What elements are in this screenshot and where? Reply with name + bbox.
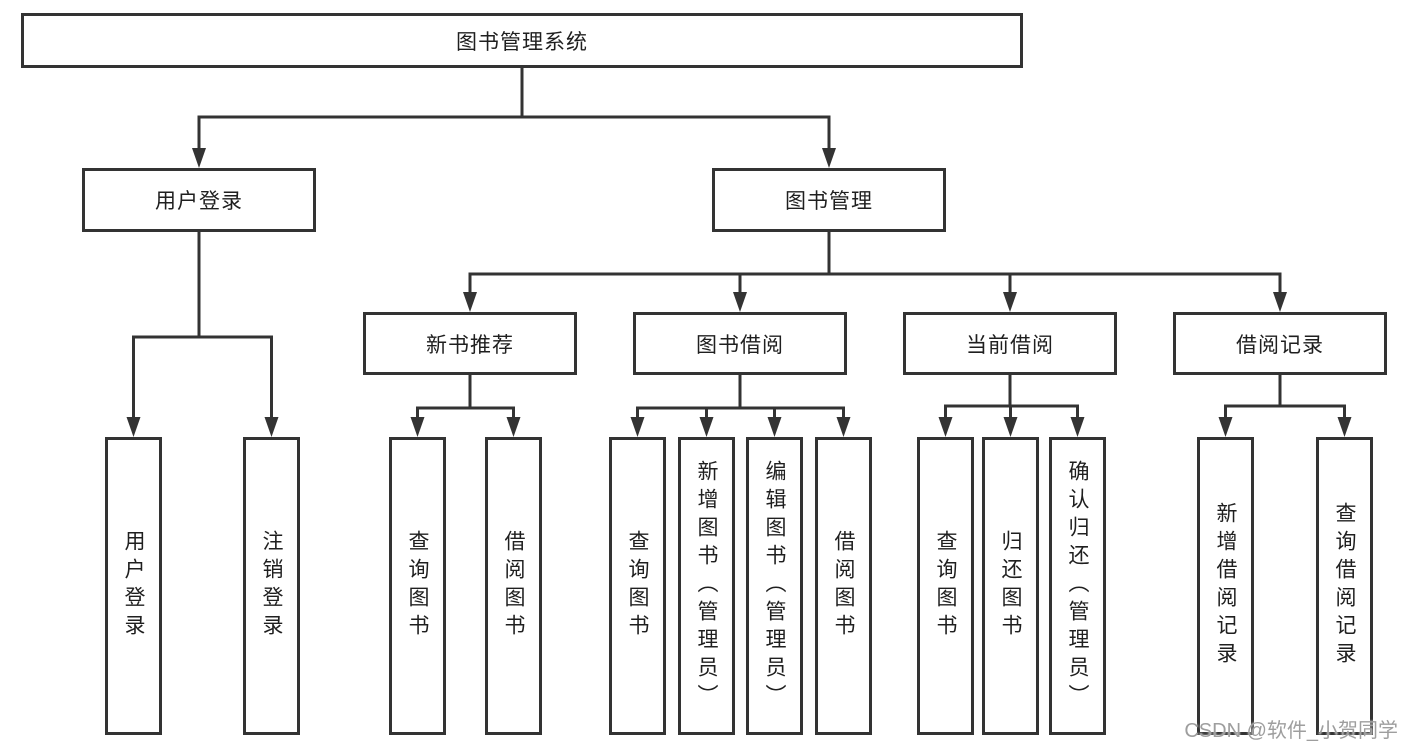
node-leaf-br-query-record: 查询借阅记录 — [1316, 437, 1373, 735]
node-new-book-rec-label: 新书推荐 — [426, 333, 514, 357]
node-leaf-bb-borrow-books-label: 借阅图书 — [832, 530, 855, 642]
node-leaf-bb-add-books-admin: 新增图书（管理员） — [678, 437, 735, 735]
connector-current-borrow-branch — [938, 375, 1085, 437]
node-leaf-cb-confirm-return-admin-label: 确认归还（管理员） — [1066, 460, 1089, 712]
node-book-mgmt: 图书管理 — [712, 168, 946, 232]
node-leaf-user-login-label: 用户登录 — [122, 530, 145, 642]
node-leaf-nbr-borrow-books-label: 借阅图书 — [502, 530, 525, 642]
node-leaf-br-add-record-label: 新增借阅记录 — [1214, 502, 1237, 670]
connector-user-login-branch — [126, 232, 279, 437]
node-leaf-bb-add-books-admin-label: 新增图书（管理员） — [695, 460, 718, 712]
connector-borrow-record-branch — [1218, 375, 1352, 437]
connector-new-book-rec-branch — [410, 375, 521, 437]
node-leaf-logout: 注销登录 — [243, 437, 300, 735]
node-leaf-bb-query-books: 查询图书 — [609, 437, 666, 735]
connector-root-to-level2 — [192, 68, 836, 168]
node-root-label: 图书管理系统 — [456, 30, 588, 54]
node-leaf-cb-return-books: 归还图书 — [982, 437, 1039, 735]
node-leaf-br-query-record-label: 查询借阅记录 — [1333, 502, 1356, 670]
node-leaf-nbr-borrow-books: 借阅图书 — [485, 437, 542, 735]
node-leaf-nbr-query-books-label: 查询图书 — [406, 530, 429, 642]
node-book-borrow: 图书借阅 — [633, 312, 847, 375]
node-user-login: 用户登录 — [82, 168, 316, 232]
node-root: 图书管理系统 — [21, 13, 1023, 68]
node-borrow-record-label: 借阅记录 — [1236, 333, 1324, 357]
node-leaf-cb-query-books-label: 查询图书 — [934, 530, 957, 642]
node-leaf-bb-borrow-books: 借阅图书 — [815, 437, 872, 735]
node-leaf-cb-query-books: 查询图书 — [917, 437, 974, 735]
node-borrow-record: 借阅记录 — [1173, 312, 1387, 375]
node-user-login-label: 用户登录 — [155, 190, 243, 213]
node-current-borrow: 当前借阅 — [903, 312, 1117, 375]
watermark-text: CSDN @软件_小贺同学 — [1184, 720, 1398, 742]
node-current-borrow-label: 当前借阅 — [966, 333, 1054, 357]
connector-book-borrow-branch — [630, 375, 851, 437]
node-book-mgmt-label: 图书管理 — [785, 190, 873, 213]
node-leaf-br-add-record: 新增借阅记录 — [1197, 437, 1254, 735]
node-leaf-logout-label: 注销登录 — [260, 530, 283, 642]
node-leaf-bb-query-books-label: 查询图书 — [626, 530, 649, 642]
node-new-book-rec: 新书推荐 — [363, 312, 577, 375]
node-leaf-nbr-query-books: 查询图书 — [389, 437, 446, 735]
node-leaf-cb-confirm-return-admin: 确认归还（管理员） — [1049, 437, 1106, 735]
node-leaf-user-login: 用户登录 — [105, 437, 162, 735]
node-leaf-bb-edit-books-admin: 编辑图书（管理员） — [746, 437, 803, 735]
node-leaf-bb-edit-books-admin-label: 编辑图书（管理员） — [763, 460, 786, 712]
connector-book-mgmt-branch — [463, 232, 1287, 312]
node-book-borrow-label: 图书借阅 — [696, 333, 784, 357]
node-leaf-cb-return-books-label: 归还图书 — [999, 530, 1022, 642]
